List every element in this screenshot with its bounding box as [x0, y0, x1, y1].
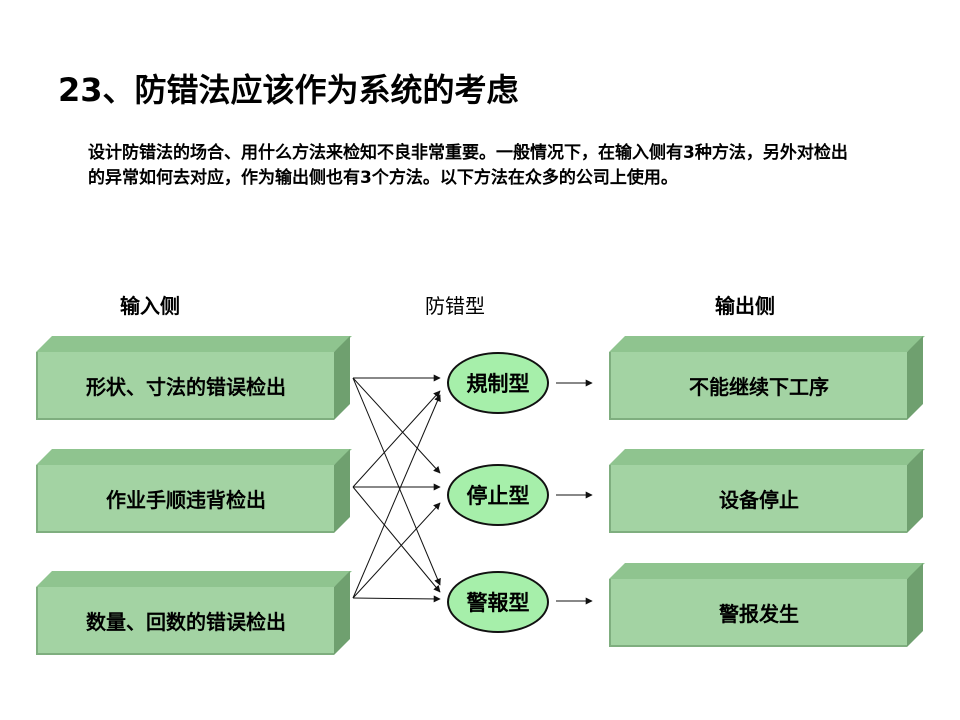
arrow-input3-to-regulate: [352, 394, 441, 599]
arrow-input2-to-regulate: [352, 390, 441, 488]
input-box-procedure-violation: 作业手顺违背检出: [36, 465, 334, 533]
arrow-input2-to-alarm: [352, 486, 441, 593]
input-box-shape-dimension-error: 形状、寸法的错误检出: [36, 352, 334, 420]
arrow-input3-to-alarm: [352, 595, 441, 603]
input-side-heading: 输入侧: [120, 294, 180, 318]
output-box-machine-stop: 设备停止: [609, 465, 907, 533]
output-box-alarm: 警报发生: [609, 579, 907, 647]
mistake-proof-type-heading: 防错型: [425, 294, 485, 318]
arrow-input1-to-stop: [352, 377, 441, 474]
type-oval-alarm: 警報型: [447, 571, 549, 633]
arrow-input3-to-stop: [352, 502, 441, 599]
arrow-input1-to-alarm: [352, 377, 441, 586]
output-side-heading: 输出侧: [715, 294, 775, 318]
input-box-count-error: 数量、回数的错误检出: [36, 587, 334, 655]
output-box-stop-next-process: 不能继续下工序: [609, 352, 907, 420]
page-title: 23、防错法应该作为系统的考虑: [58, 71, 519, 109]
type-oval-regulate: 規制型: [447, 352, 549, 414]
type-oval-stop: 停止型: [447, 464, 549, 526]
intro-paragraph: 设计防错法的场合、用什么方法来检知不良非常重要。一般情况下，在输入侧有3种方法，…: [88, 143, 848, 188]
